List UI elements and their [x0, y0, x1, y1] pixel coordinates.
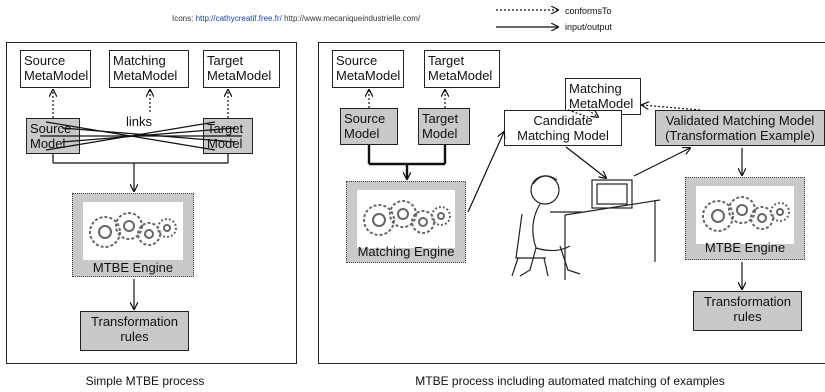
matching-engine: Matching Engine	[346, 181, 466, 263]
right-caption: MTBE process including automated matchin…	[415, 374, 725, 388]
legend-conforms-to: conformsTo	[565, 6, 612, 16]
links-label: links	[126, 114, 153, 129]
left-caption: Simple MTBE process	[85, 374, 205, 388]
gears-icon	[83, 202, 183, 260]
right-mtbe-engine: MTBE Engine	[685, 177, 805, 260]
gears-icon	[696, 186, 794, 244]
credit-link-cathycreatif[interactable]: http://cathycreatif.free.fr/	[195, 14, 282, 23]
left-mtbe-engine: MTBE Engine	[72, 193, 194, 277]
icon-credits: Icons: http://cathycreatif.free.fr/ http…	[172, 14, 421, 23]
validated-matching-model: Validated Matching Model(Transformation …	[655, 110, 825, 146]
gears-icon	[357, 190, 455, 248]
legend-input-output: input/output	[565, 22, 613, 32]
